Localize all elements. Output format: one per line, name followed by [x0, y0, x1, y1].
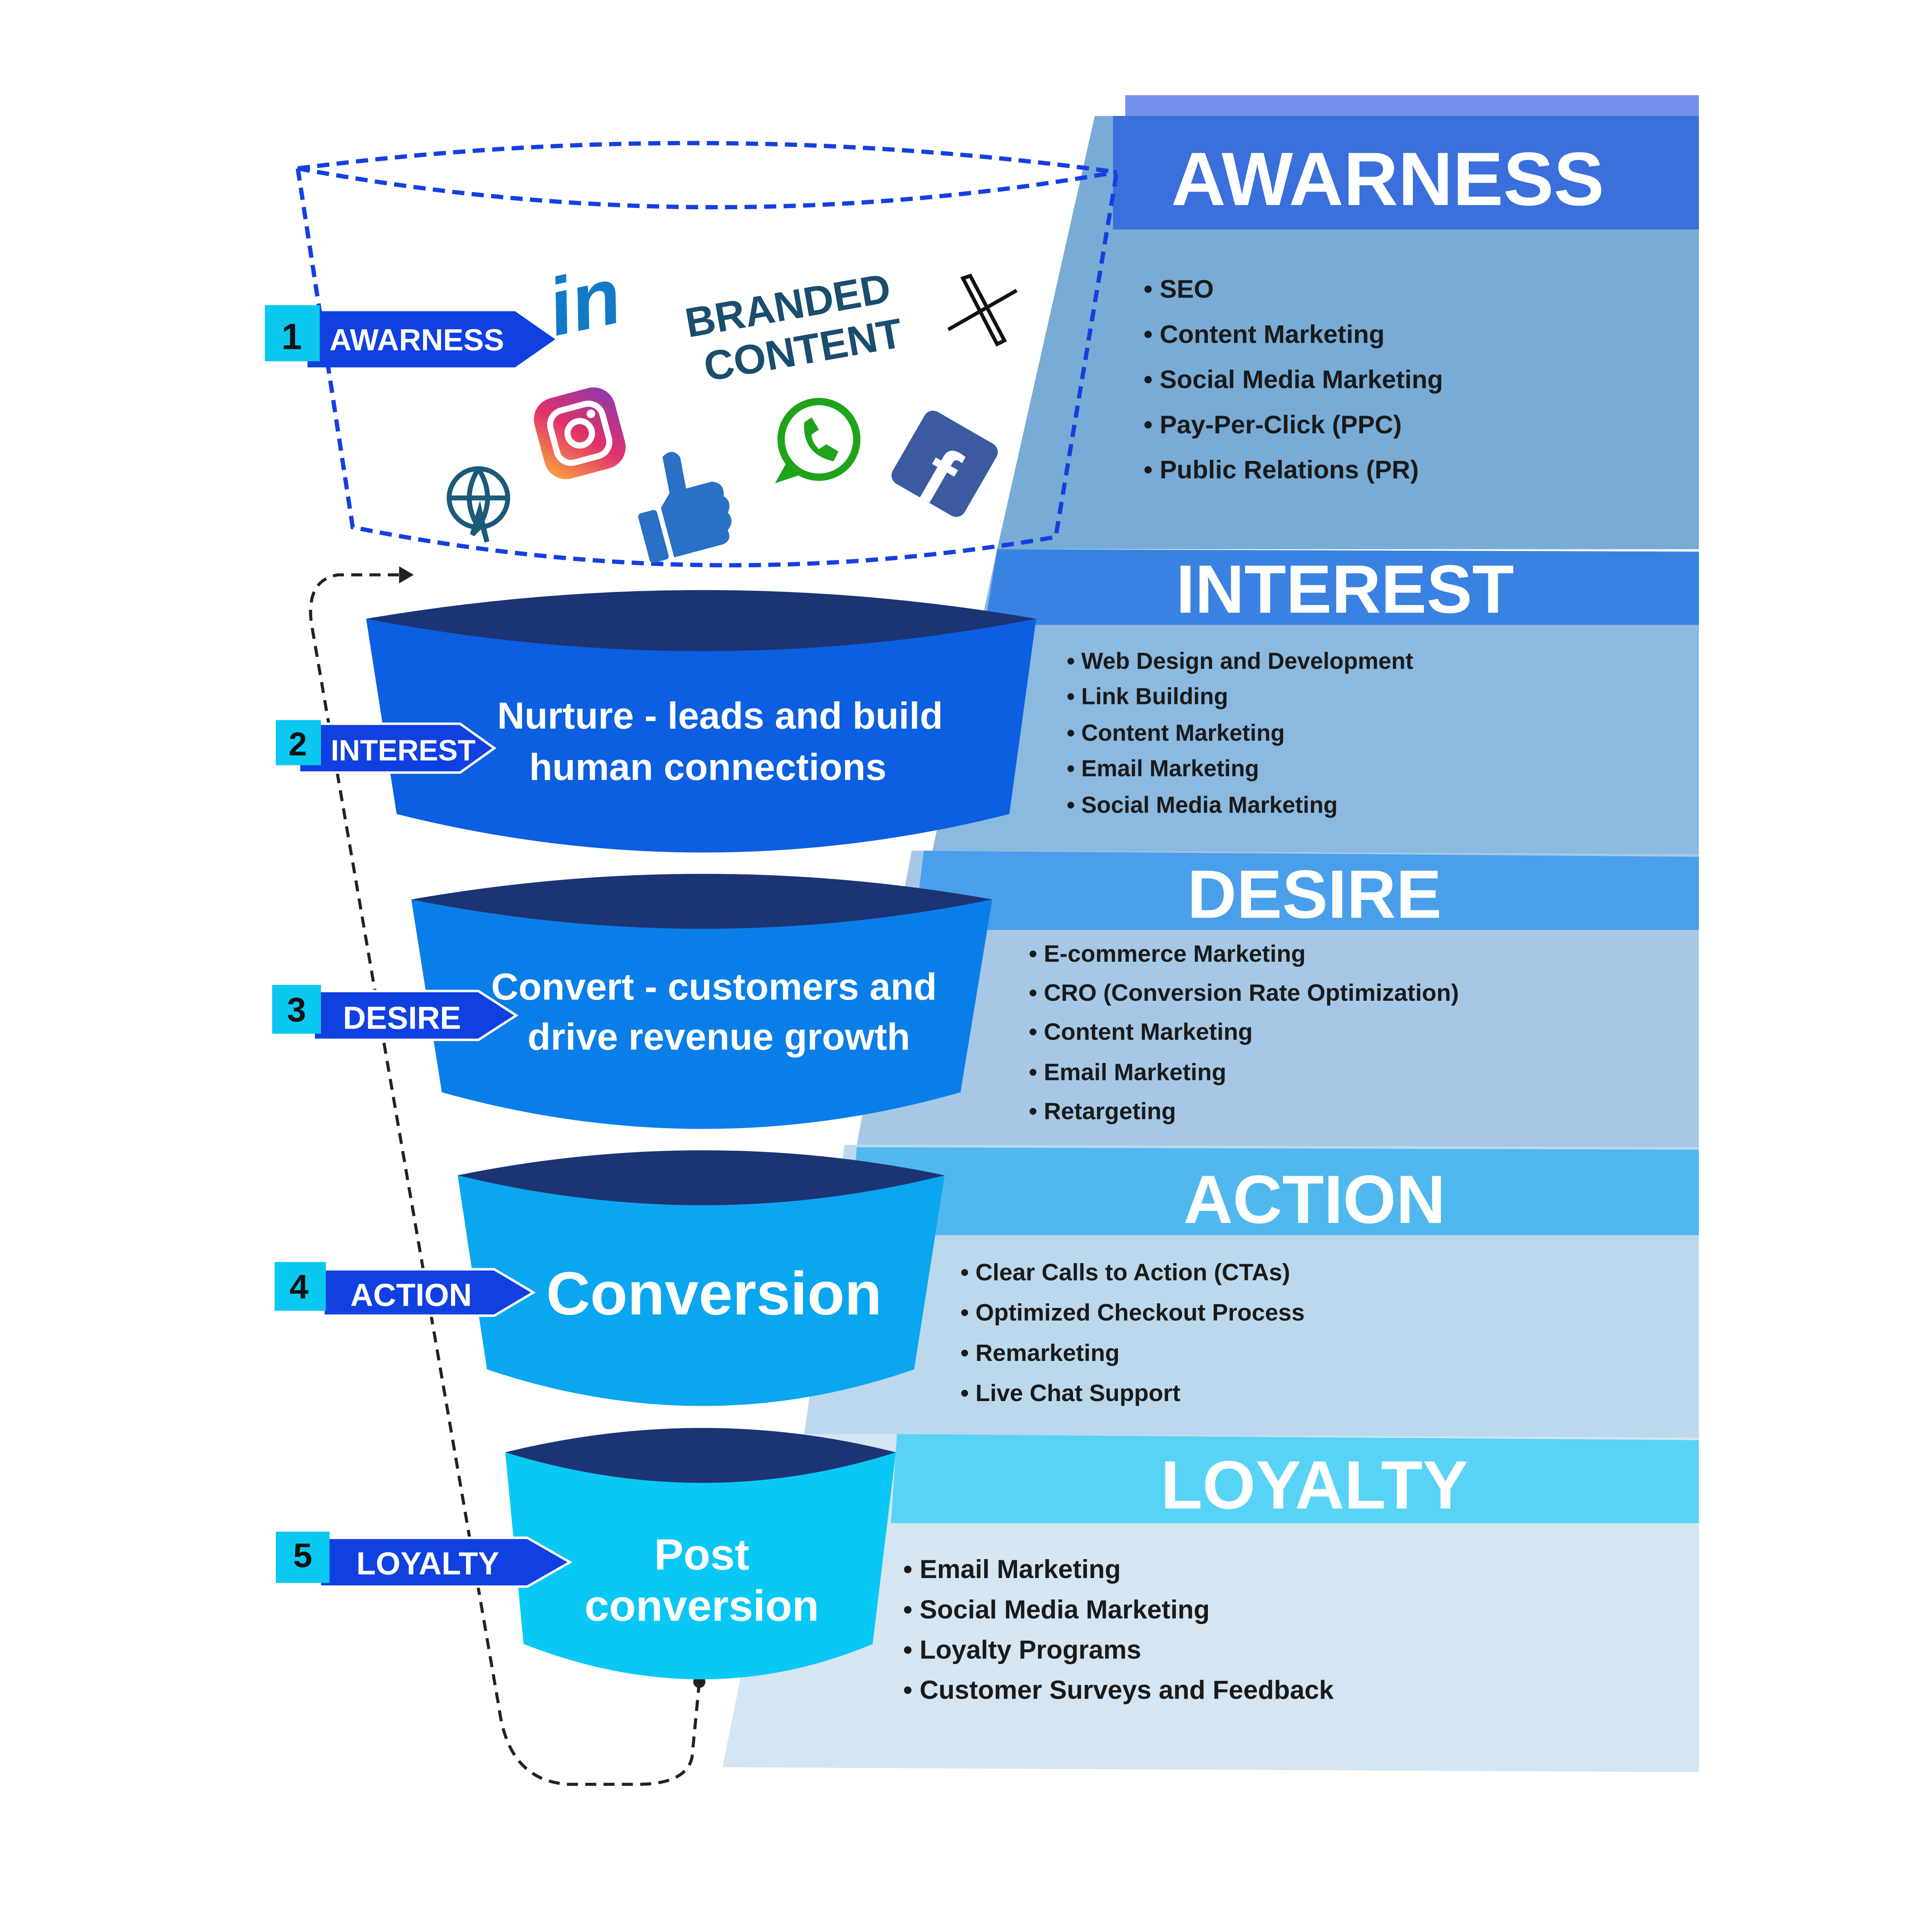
awareness-title: AWARNESS [1171, 137, 1604, 221]
whatsapp-icon [775, 398, 861, 483]
list-item: • Email Marketing [903, 1555, 1121, 1584]
list-item: • Content Marketing [1067, 720, 1285, 746]
loyalty-header [891, 1434, 1699, 1523]
list-item: • Retargeting [1029, 1098, 1176, 1124]
list-item: • Social Media Marketing [903, 1595, 1209, 1624]
list-item: • Remarketing [961, 1340, 1120, 1366]
stage-label-3: 3 DESIRE [272, 985, 519, 1041]
svg-text:3: 3 [287, 991, 306, 1029]
action-items: • Clear Calls to Action (CTAs) • Optimiz… [961, 1259, 1305, 1406]
facebook-icon: f [891, 410, 998, 522]
loyalty-cup-text: conversion [585, 1582, 819, 1631]
awareness-header [1113, 116, 1699, 230]
desire-title: DESIRE [1187, 856, 1442, 932]
svg-text:AWARNESS: AWARNESS [330, 323, 504, 357]
action-title: ACTION [1184, 1162, 1446, 1238]
svg-text:1: 1 [282, 316, 302, 357]
list-item: • Loyalty Programs [903, 1635, 1141, 1664]
list-item: • Link Building [1067, 683, 1228, 709]
list-item: • Public Relations (PR) [1144, 456, 1419, 484]
list-item: • Social Media Marketing [1144, 365, 1443, 394]
svg-text:ACTION: ACTION [350, 1278, 472, 1313]
svg-text:INTEREST: INTEREST [331, 734, 476, 767]
list-item: • Web Design and Development [1067, 648, 1413, 674]
desire-cup-text: Convert - customers and [491, 965, 937, 1008]
funnel-cup-loyalty [505, 1428, 896, 1680]
stage-label-4: 4 ACTION [274, 1262, 536, 1317]
instagram-icon [534, 387, 626, 480]
list-item: • Email Marketing [1067, 755, 1259, 781]
list-item: • Customer Surveys and Feedback [903, 1676, 1333, 1705]
interest-title: INTEREST [1176, 551, 1514, 628]
funnel-cup-interest [366, 590, 1036, 853]
stage-label-1: 1 AWARNESS [265, 305, 556, 367]
awareness-items: • SEO • Content Marketing • Social Media… [1144, 275, 1443, 484]
awareness-cup [296, 141, 1119, 568]
loop-arrow [309, 573, 701, 1786]
desire-cup-text: drive revenue growth [527, 1015, 910, 1058]
list-item: • Email Marketing [1029, 1059, 1226, 1085]
loyalty-title: LOYALTY [1161, 1447, 1468, 1523]
stage-label-2: 2 INTEREST [276, 720, 497, 774]
list-item: • Clear Calls to Action (CTAs) [961, 1259, 1290, 1286]
desire-header [914, 850, 1699, 930]
list-item: • CRO (Conversion Rate Optimization) [1029, 980, 1459, 1006]
action-header [850, 1147, 1699, 1235]
list-item: • Content Marketing [1144, 320, 1385, 349]
svg-text:5: 5 [293, 1536, 312, 1575]
interest-cup-text: Nurture - leads and build [497, 694, 943, 737]
svg-text:DESIRE: DESIRE [343, 1001, 461, 1036]
action-cup-text: Conversion [546, 1260, 882, 1328]
list-item: • SEO [1144, 275, 1214, 304]
branded-content-text: BRANDED CONTENT [682, 265, 906, 390]
interest-items: • Web Design and Development • Link Buil… [1067, 648, 1413, 818]
awareness-top-stripe [1125, 95, 1699, 116]
thumbs-up-icon [638, 452, 732, 563]
social-icons: in f [447, 250, 1018, 563]
list-item: • Social Media Marketing [1067, 792, 1338, 818]
interest-header [985, 549, 1699, 625]
globe-cursor-icon [447, 466, 510, 543]
desire-items: • E-commerce Marketing • CRO (Conversion… [1029, 940, 1459, 1124]
list-item: • Pay-Per-Click (PPC) [1144, 410, 1402, 439]
x-icon [947, 274, 1018, 347]
funnel-cup-desire [411, 874, 992, 1129]
stage-panels [722, 95, 1699, 1772]
stage-label-5: 5 LOYALTY [276, 1531, 573, 1588]
svg-text:in: in [540, 250, 629, 353]
list-item: • Live Chat Support [961, 1380, 1180, 1406]
svg-text:4: 4 [289, 1268, 308, 1306]
loyalty-items: • Email Marketing • Social Media Marketi… [903, 1555, 1333, 1705]
svg-text:LOYALTY: LOYALTY [356, 1546, 499, 1582]
list-item: • Content Marketing [1029, 1019, 1253, 1045]
svg-text:2: 2 [289, 726, 307, 763]
linkedin-icon: in [540, 250, 629, 353]
interest-cup-text: human connections [529, 745, 887, 788]
loyalty-cup-text: Post [654, 1530, 749, 1579]
interest-panel [932, 549, 1699, 854]
funnel-cup-action [457, 1150, 945, 1406]
list-item: • Optimized Checkout Process [961, 1299, 1305, 1326]
list-item: • E-commerce Marketing [1029, 940, 1306, 967]
loop-arrowhead-icon [399, 566, 414, 583]
